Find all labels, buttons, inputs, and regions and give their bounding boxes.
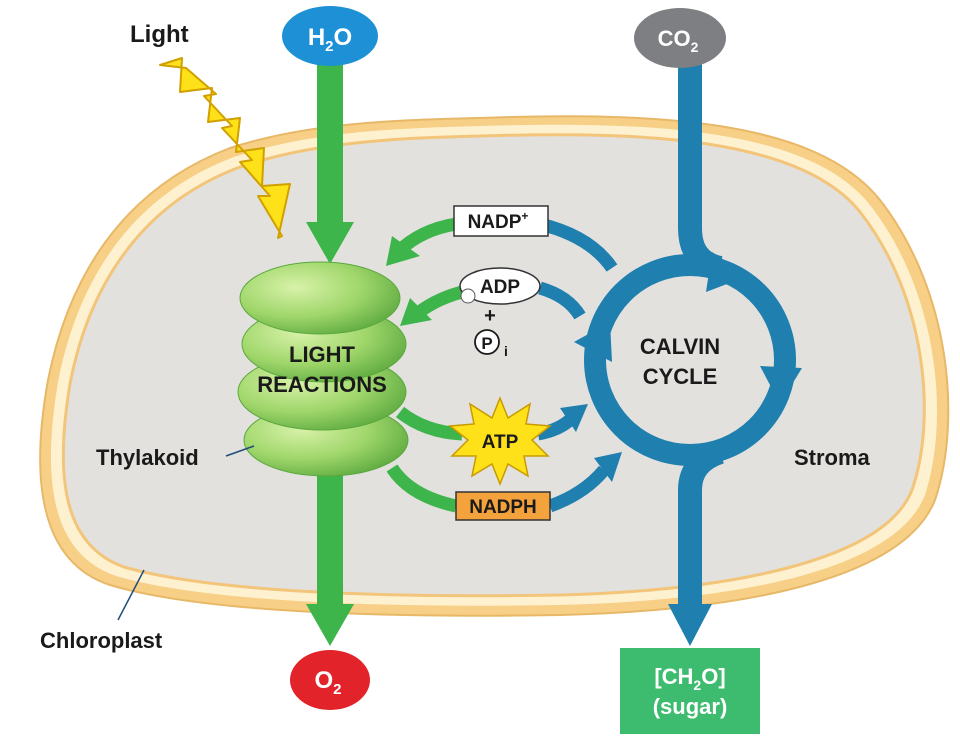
nadph-label: NADPH xyxy=(455,491,551,521)
oxygen-sub: 2 xyxy=(333,681,341,698)
phosphate-p: P xyxy=(481,334,492,353)
adp-text: ADP xyxy=(480,277,520,298)
stroma xyxy=(61,133,926,598)
adp-return-arrow xyxy=(400,281,586,326)
oxygen-output: O2 xyxy=(290,650,370,710)
water-h: H xyxy=(308,24,325,51)
adp-oval xyxy=(459,267,541,305)
calvin-cycle-line2: CYCLE xyxy=(643,364,718,389)
calvin-arrowhead-left xyxy=(574,322,612,362)
nadp-superscript: + xyxy=(521,209,528,223)
oxygen-oval xyxy=(290,650,370,710)
phosphate-sub: i xyxy=(504,343,508,359)
svg-text:O2: O2 xyxy=(314,667,341,698)
light-label: Light xyxy=(130,21,189,48)
svg-text:[CH2O]: [CH2O] xyxy=(654,664,725,693)
sugar-formula-sub: 2 xyxy=(693,677,701,693)
svg-text:CO2: CO2 xyxy=(658,26,699,55)
calvin-cycle-ring xyxy=(574,252,802,466)
water-arrow xyxy=(306,62,354,264)
atp-text: ATP xyxy=(482,432,519,453)
calvin-arrowhead-top xyxy=(706,252,748,292)
sugar-formula-post: O] xyxy=(701,664,725,689)
adp-pi-label: ADP + P i xyxy=(459,267,541,359)
co2-sub: 2 xyxy=(691,39,699,55)
lightning-bolt-icon xyxy=(159,57,291,239)
chloroplast-label: Chloroplast xyxy=(40,628,163,653)
water-sub: 2 xyxy=(325,38,333,55)
water-input: H2O xyxy=(282,6,378,66)
sugar-output: [CH2O] (sugar) xyxy=(620,648,760,734)
chloroplast-leader-line xyxy=(117,569,145,621)
svg-text:H2O: H2O xyxy=(308,24,352,55)
co2-oval xyxy=(634,8,726,68)
nadp-box xyxy=(453,205,549,237)
sugar-formula-pre: [CH xyxy=(654,664,693,689)
sugar-box xyxy=(620,648,760,734)
water-o: O xyxy=(334,24,353,51)
oxygen-arrow xyxy=(306,470,354,646)
calvin-arrowhead-right xyxy=(760,366,802,404)
nadp-plus-label: NADP+ xyxy=(453,205,549,237)
nadp-base: NADP xyxy=(468,212,522,233)
thylakoid-stack xyxy=(237,261,409,477)
co2-input: CO2 xyxy=(634,8,726,68)
svg-text:NADP+: NADP+ xyxy=(468,209,529,233)
sugar-word: (sugar) xyxy=(653,694,728,719)
co2-base: CO xyxy=(658,26,691,51)
calvin-cycle-line1: CALVIN xyxy=(640,334,720,359)
phosphate-circle xyxy=(474,329,500,355)
nadp-return-arrow xyxy=(386,217,618,272)
stroma-label: Stroma xyxy=(794,445,871,470)
nadph-text: NADPH xyxy=(469,497,537,518)
light-reactions-line2: REACTIONS xyxy=(257,372,387,397)
plus-sign: + xyxy=(484,305,496,327)
thylakoid-label: Thylakoid xyxy=(96,445,199,470)
atp-star: ATP xyxy=(448,395,552,487)
nadph-forward-arrow xyxy=(386,452,622,513)
chloroplast xyxy=(39,115,950,617)
light-reactions-line1: LIGHT xyxy=(289,342,356,367)
atp-starburst-icon xyxy=(448,395,552,487)
thylakoid-leader-line xyxy=(225,445,255,457)
oxygen-base: O xyxy=(314,667,333,694)
water-oval xyxy=(282,6,378,66)
nadph-box xyxy=(455,491,551,521)
adp-phosphate-notch xyxy=(460,288,476,304)
